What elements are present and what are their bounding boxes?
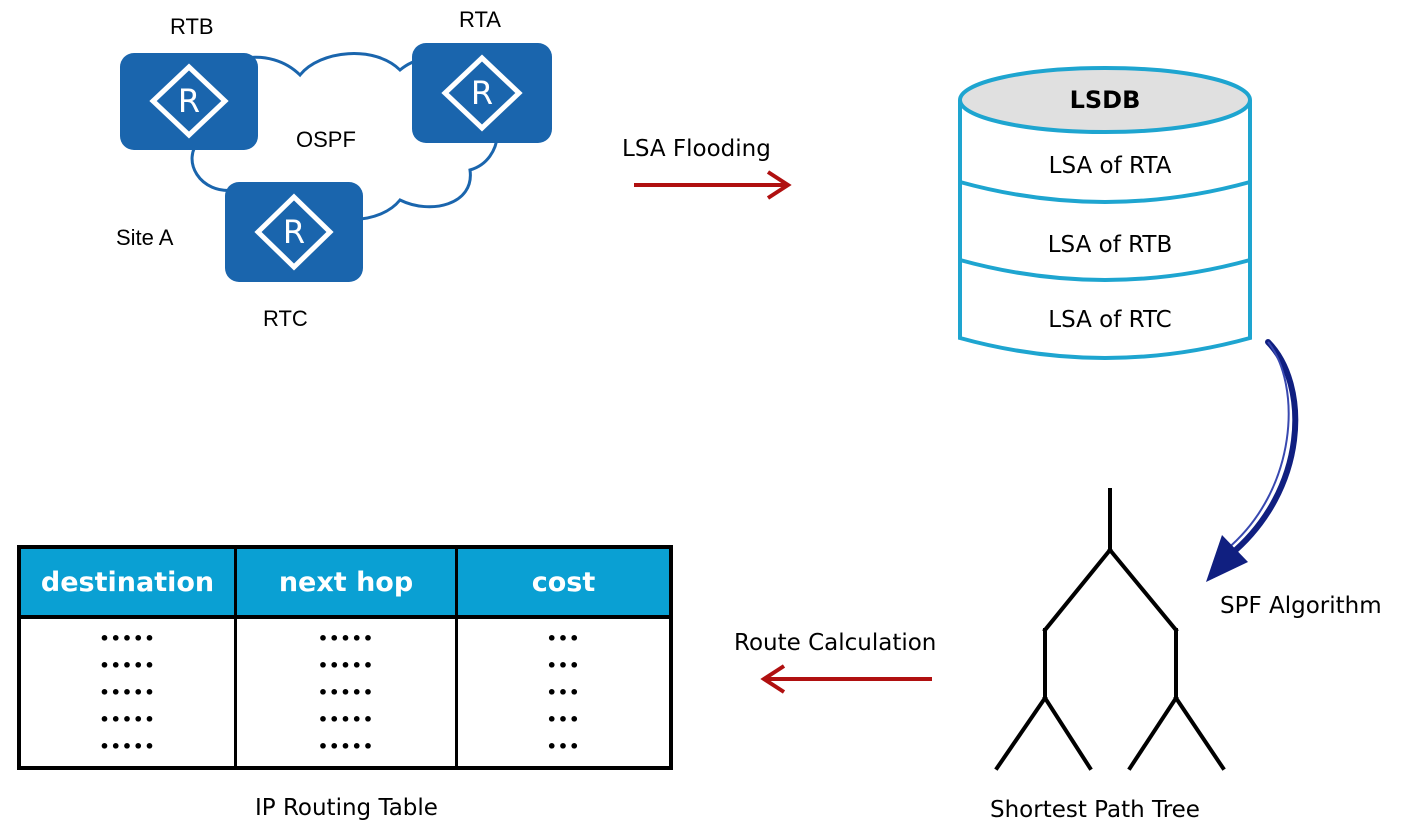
table-cell: ••• <box>546 737 581 756</box>
ip-routing-table: destination next hop cost ••••• ••••• ••… <box>17 545 673 770</box>
column-cost: ••• ••• ••• ••• ••• <box>458 619 669 766</box>
lsdb-title: LSDB <box>1069 86 1141 114</box>
flooding-arrow <box>634 170 792 200</box>
table-cell: ••••• <box>317 683 375 702</box>
lsdb-entry-rta: LSA of RTA <box>1048 153 1172 179</box>
table-cell: ••••• <box>99 737 156 756</box>
shortest-path-tree <box>994 488 1226 771</box>
router-rtb-glyph: R <box>178 82 200 120</box>
table-cell: ••• <box>546 710 581 729</box>
header-cost: cost <box>458 549 669 615</box>
router-label-rtc: RTC <box>263 306 308 331</box>
table-body: ••••• ••••• ••••• ••••• ••••• ••••• ••••… <box>21 615 669 766</box>
table-cell: ••••• <box>317 710 375 729</box>
lsdb-entry-rtb: LSA of RTB <box>1047 232 1173 258</box>
table-cell: ••••• <box>99 656 156 675</box>
table-cell: ••••• <box>317 656 375 675</box>
spf-arrow <box>1206 339 1299 582</box>
header-destination: destination <box>21 549 237 615</box>
router-label-rta: RTA <box>459 7 501 32</box>
lsdb-entry-rtc: LSA of RTC <box>1048 307 1172 333</box>
table-cell: ••••• <box>317 629 375 648</box>
router-rta-icon: R <box>412 43 552 143</box>
lsa-flooding-label: LSA Flooding <box>622 136 771 162</box>
cloud-label: OSPF <box>296 127 356 152</box>
table-cell: ••••• <box>99 683 156 702</box>
table-cell: ••• <box>546 683 581 702</box>
column-next-hop: ••••• ••••• ••••• ••••• ••••• <box>237 619 458 766</box>
ospf-network-diagram: R R R <box>120 43 552 282</box>
router-rta-glyph: R <box>471 74 493 112</box>
site-label: Site A <box>116 225 174 250</box>
table-cell: ••••• <box>317 737 375 756</box>
column-destination: ••••• ••••• ••••• ••••• ••••• <box>21 619 237 766</box>
table-header-row: destination next hop cost <box>21 549 669 615</box>
routing-table-caption: IP Routing Table <box>255 795 438 821</box>
lsdb-cylinder <box>958 66 1252 360</box>
router-rtc-icon: R <box>225 182 363 282</box>
table-cell: ••••• <box>99 629 156 648</box>
table-cell: ••••• <box>99 710 156 729</box>
router-rtc-glyph: R <box>283 213 305 251</box>
shortest-path-tree-label: Shortest Path Tree <box>990 797 1200 823</box>
route-calculation-arrow <box>760 664 932 694</box>
table-cell: ••• <box>546 629 581 648</box>
header-next-hop: next hop <box>237 549 458 615</box>
spf-algorithm-label: SPF Algorithm <box>1220 593 1382 619</box>
table-cell: ••• <box>546 656 581 675</box>
route-calculation-label: Route Calculation <box>734 630 937 656</box>
router-rtb-icon: R <box>120 53 258 150</box>
router-label-rtb: RTB <box>170 14 214 39</box>
